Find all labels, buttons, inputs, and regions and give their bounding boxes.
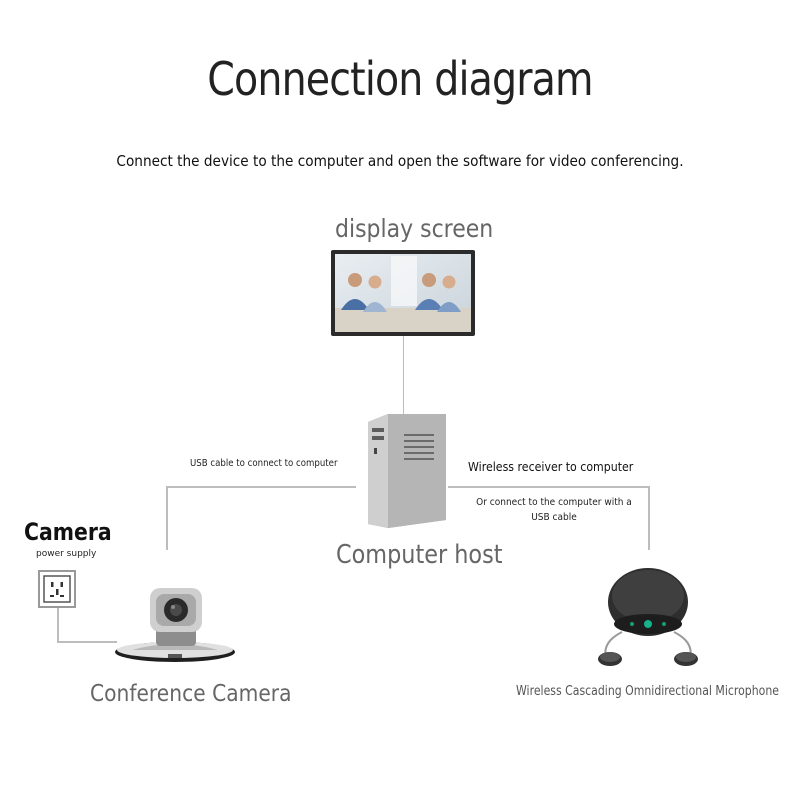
wireless-edge-label: Wireless receiver to computer <box>468 459 634 474</box>
usb-alt-edge-label: Or connect to the computer with a USB ca… <box>476 497 632 523</box>
microphone-label: Wireless Cascading Omnidirectional Micro… <box>516 684 779 699</box>
conference-camera-image <box>112 580 238 675</box>
diagram-title: Connection diagram <box>207 52 593 106</box>
power-line-vertical <box>57 608 59 642</box>
power-line-horizontal <box>57 641 117 643</box>
computer-host-image <box>360 412 450 537</box>
usb-line-horizontal-left <box>166 486 356 488</box>
display-screen-image <box>331 250 475 336</box>
power-supply-subtitle: power supply <box>36 549 97 559</box>
screen-to-host-line <box>403 336 404 414</box>
wireless-line-horizontal <box>448 486 650 488</box>
power-supply-title: Camera <box>24 518 112 546</box>
display-screen-label: display screen <box>335 214 494 243</box>
usb-line-vertical-left <box>166 486 168 550</box>
usb-camera-edge-label: USB cable to connect to computer <box>190 458 338 469</box>
wireless-line-vertical <box>648 486 650 550</box>
power-outlet-icon <box>38 570 76 608</box>
conference-camera-label: Conference Camera <box>90 681 292 707</box>
computer-host-label: Computer host <box>336 540 503 570</box>
microphone-image <box>592 562 704 679</box>
diagram-subtitle: Connect the device to the computer and o… <box>116 152 684 170</box>
